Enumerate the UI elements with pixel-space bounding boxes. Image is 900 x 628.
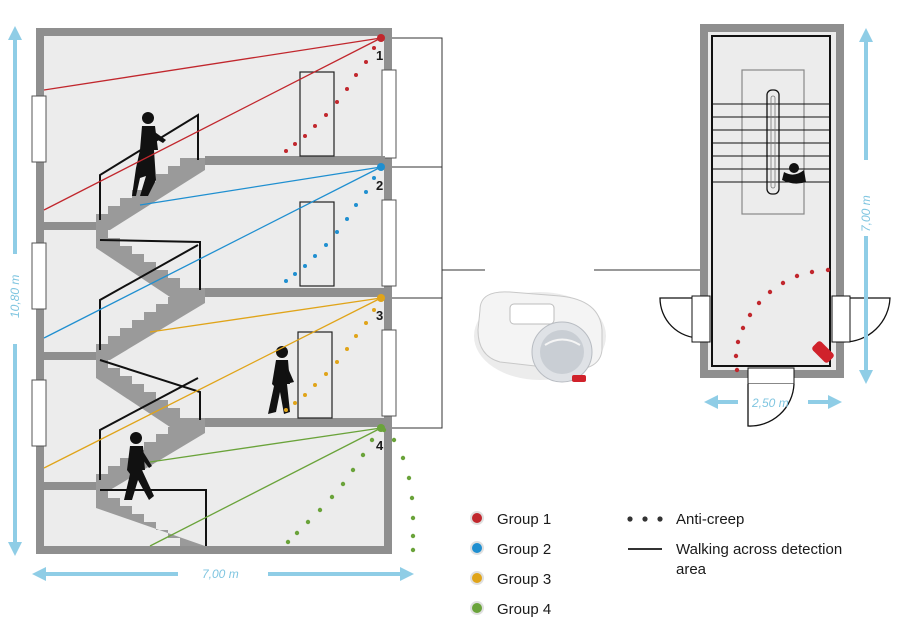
legend-dot-icon [470, 571, 484, 585]
sensor-2-icon [377, 163, 385, 171]
plan-height-label: 7,00 m [859, 195, 873, 232]
half-landing [44, 352, 96, 360]
legend-anti-creep-label: Anti-creep [676, 511, 744, 528]
dot-icon [657, 516, 663, 522]
plan-width-label: 2,50 m [751, 396, 789, 410]
sensor-number: 1 [376, 48, 383, 63]
stairwell-floor-plan [659, 24, 891, 427]
landing-door [299, 201, 335, 287]
sensor-1-icon [377, 34, 385, 42]
group-2-detection-lines [43, 166, 382, 339]
window-right [381, 199, 397, 287]
sensor-4-icon [377, 424, 385, 432]
group-4-detection-lines [149, 427, 382, 547]
legend-group-2: Group 2 [470, 541, 551, 558]
legend-walking: Walking across detection area [628, 541, 842, 578]
legend-group-1: Group 1 [470, 511, 551, 528]
plan-anti-creep-dots [733, 267, 831, 373]
ground-slab [36, 546, 392, 554]
stairwell-section-view: 1 2 3 4 [31, 28, 485, 554]
legend-dot-icon [470, 541, 484, 555]
landing-floor [205, 418, 385, 427]
legend-dot-icon [470, 511, 484, 525]
landing-floor [205, 156, 385, 165]
legend-walking-label-line1: Walking across detection [676, 541, 842, 558]
sensor-number: 4 [376, 438, 384, 453]
right-wall [384, 28, 392, 554]
group-3-detection-lines [43, 297, 382, 469]
section-dimensions: 10,80 m 7,00 m [8, 26, 414, 581]
sensor-bracket [392, 37, 443, 429]
person-walking-icon [132, 112, 166, 196]
sensors [377, 34, 385, 432]
motion-sensor-picture [474, 291, 606, 383]
landing-floor [205, 288, 385, 297]
legend-group-3: Group 3 [470, 571, 551, 588]
window-left [31, 379, 47, 447]
window-right [381, 69, 397, 159]
legend-group-4: Group 4 [470, 601, 551, 618]
legend: Group 1 Group 2 Group 3 Group 4 Anti-cre… [470, 511, 842, 618]
window-right [381, 329, 397, 417]
window-left [31, 242, 47, 310]
legend-label: Group 4 [497, 601, 551, 618]
legend-dot-icon [470, 601, 484, 615]
landing-door [299, 71, 335, 157]
plan-doors [659, 295, 891, 427]
height-dimension-label: 10,80 m [8, 275, 22, 318]
group-1-detection-lines [43, 37, 382, 211]
legend-walking-label-line2: area [676, 561, 707, 578]
width-dimension-label: 7,00 m [202, 567, 239, 581]
person-top-view-icon [782, 163, 806, 184]
legend-label: Group 1 [497, 511, 551, 528]
legend-label: Group 2 [497, 541, 551, 558]
half-landing [44, 482, 96, 490]
plan-sensor-icon [812, 341, 834, 363]
legend-label: Group 3 [497, 571, 551, 588]
half-landing [44, 222, 96, 230]
plan-dimensions: 7,00 m 2,50 m [704, 28, 873, 410]
sensor-3-icon [377, 294, 385, 302]
legend-anti-creep: Anti-creep [627, 511, 744, 528]
sensor-number: 2 [376, 178, 383, 193]
dot-icon [627, 516, 633, 522]
stair-flights [96, 158, 205, 546]
roof-slab [36, 28, 392, 36]
window-left [31, 95, 47, 163]
person-walking-icon [124, 432, 154, 500]
anti-creep-dots [284, 46, 416, 553]
sensor-number: 3 [376, 308, 383, 323]
dot-icon [642, 516, 648, 522]
handrails [99, 113, 207, 546]
